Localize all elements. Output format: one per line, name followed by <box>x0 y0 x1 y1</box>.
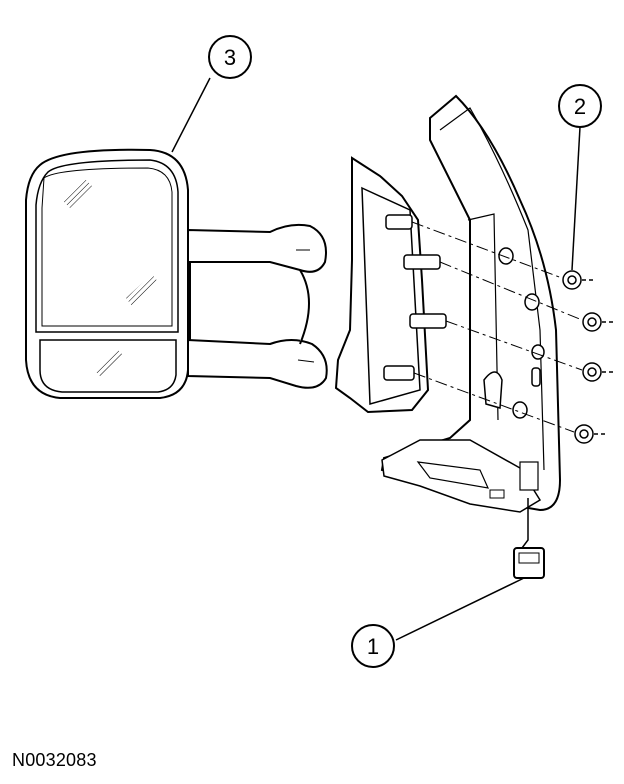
mirror-base <box>334 156 447 414</box>
mirror-assembly <box>25 148 189 399</box>
nuts <box>562 270 614 444</box>
callout-1-label: 1 <box>367 634 379 659</box>
door-frame <box>380 94 562 513</box>
alignment-lines <box>411 221 583 433</box>
mirror-arms <box>187 223 328 389</box>
electrical-connector <box>513 498 545 579</box>
callout-2-label: 2 <box>574 94 586 119</box>
callout-1: 1 <box>351 577 525 668</box>
callout-2: 2 <box>558 84 602 271</box>
glass-reflection <box>62 178 158 378</box>
callout-3: 3 <box>171 35 252 153</box>
callout-3-label: 3 <box>224 45 236 70</box>
figure-id: N0032083 <box>12 750 97 770</box>
